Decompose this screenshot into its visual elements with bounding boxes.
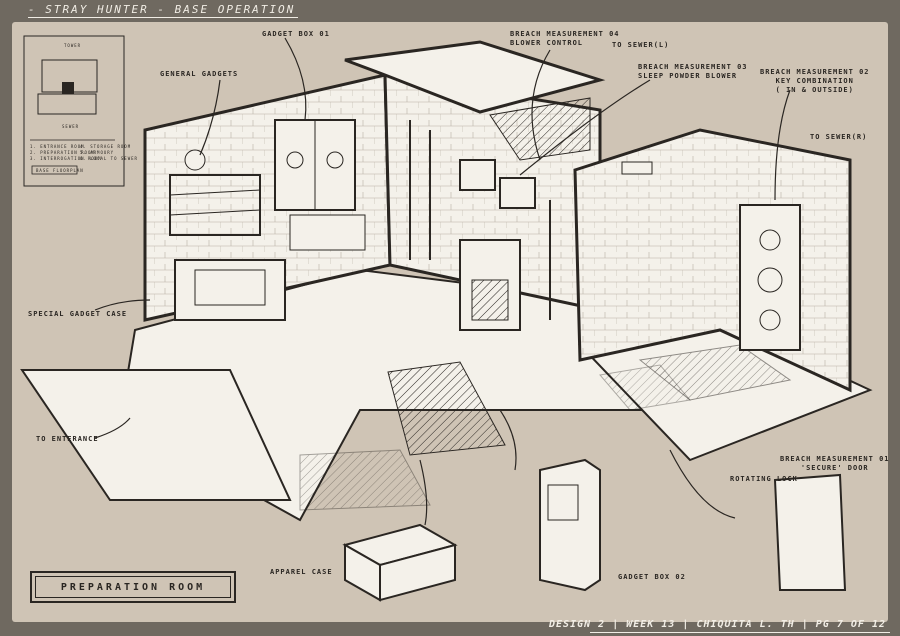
minimap-mid-caption: SEWER — [62, 124, 80, 129]
floor-hatch-panel — [387, 361, 506, 456]
leader-lines — [94, 37, 791, 526]
blower-control-panel — [459, 159, 496, 191]
minimap-top-caption: TOWER — [64, 43, 82, 48]
label-gadget-box-02: GADGET BOX 02 — [618, 573, 686, 581]
label-to-entrance: TO ENTERANCE — [36, 435, 99, 443]
label-to-sewer-r: TO SEWER(R) — [810, 133, 868, 141]
minimap-legend-item: 3. INTERROGATION ROOM — [30, 156, 102, 161]
minimap-legend-item: 6. LOCAL TO SEWER — [80, 156, 138, 161]
footer-underline — [590, 632, 890, 633]
gadget-box-02 — [539, 458, 601, 592]
sleep-powder-panel — [499, 177, 536, 209]
special-gadget-case — [174, 259, 286, 321]
label-breach-01: BREACH MEASUREMENT 01 'SECURE' DOOR — [780, 455, 890, 472]
label-rotating-lock: ROTATING LOCK — [730, 475, 798, 483]
secure-vault-door — [739, 204, 801, 351]
minimap-legend-item: 4. STORAGE ROOM — [80, 144, 132, 149]
minimap-legend-item: 2. PREPARATION ROOM — [30, 150, 95, 155]
general-gadgets-shelf — [169, 174, 261, 236]
header-underline — [28, 17, 298, 18]
minimap-caption: BASE FLOORPLAN — [36, 168, 84, 173]
minimap-legend-item: 5. ARMOURY — [80, 150, 115, 155]
secure-door-sketch — [773, 473, 847, 591]
page-header: - STRAY HUNTER - BASE OPERATION — [28, 3, 296, 16]
minimap-legend-item: 1. ENTRANCE ROOM — [30, 144, 85, 149]
floor-panel — [299, 449, 431, 511]
vent — [621, 161, 653, 175]
label-gadget-box-01: GADGET BOX 01 — [262, 30, 330, 38]
right-floor-hatch — [599, 364, 691, 411]
corridor-hatch — [489, 97, 591, 161]
floorplan-minimap — [23, 35, 125, 187]
label-general-gadgets: GENERAL GADGETS — [160, 70, 239, 78]
label-apparel-case: APPAREL CASE — [270, 568, 333, 576]
entrance-corridor — [20, 369, 292, 501]
label-special-gadget-case: SPECIAL GADGET CASE — [28, 310, 128, 318]
label-breach-04: BREACH MEASUREMENT 04 BLOWER CONTROL — [510, 30, 620, 47]
label-to-sewer-l: TO SEWER(L) — [612, 41, 670, 49]
page-footer: DESIGN 2 | WEEK 13 | CHIQUITA L. TH | PG… — [549, 619, 886, 630]
label-breach-02: BREACH MEASUREMENT 02 KEY COMBINATION ( … — [760, 68, 870, 94]
back-corridor — [344, 40, 606, 114]
title-label: PREPARATION ROOM — [35, 576, 231, 598]
title-box: PREPARATION ROOM — [30, 571, 236, 603]
label-breach-03: BREACH MEASUREMENT 03 SLEEP POWDER BLOWE… — [638, 63, 748, 80]
